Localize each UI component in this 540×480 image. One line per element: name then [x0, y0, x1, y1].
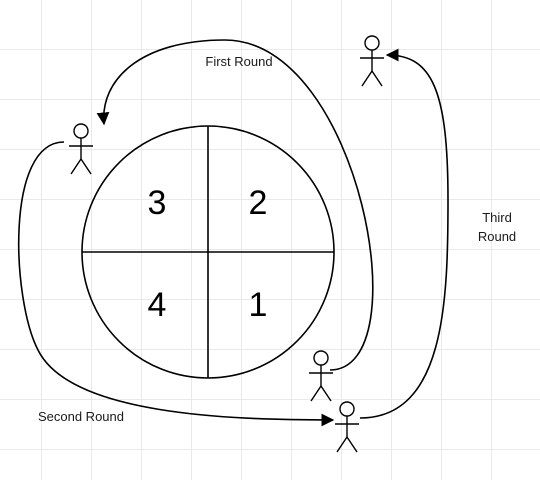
third-round-label-line1: Third: [482, 210, 512, 225]
first-round-label: First Round: [205, 54, 272, 69]
quadrant-circle: [81, 125, 335, 379]
person-icon-left: [69, 123, 93, 175]
third-round-label-line2: Round: [478, 229, 516, 244]
person-icon-top-right: [360, 35, 384, 87]
quadrant-label-bottom-right: 1: [249, 286, 268, 324]
first-round-arrow: [96, 39, 374, 371]
second-round-arrow: [18, 141, 335, 427]
third-round-arrow: [359, 48, 449, 419]
quadrant-label-bottom-left: 4: [148, 286, 167, 324]
person-icon-bottom-right: [335, 401, 359, 453]
person-icon-bottom-center: [309, 350, 333, 402]
second-round-label: Second Round: [38, 409, 124, 424]
quadrant-label-top-left: 3: [148, 184, 167, 222]
quadrant-label-top-right: 2: [249, 184, 268, 222]
